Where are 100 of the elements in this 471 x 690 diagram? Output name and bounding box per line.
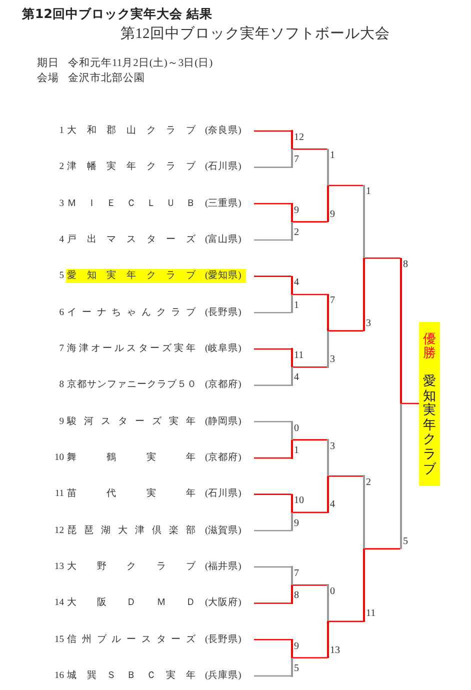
score-label: 5 bbox=[294, 662, 299, 675]
seed-number: 3 bbox=[59, 198, 64, 211]
bracket-line bbox=[254, 166, 292, 168]
team-name: 信州ブルースターズ bbox=[67, 633, 196, 647]
team-name: 戸出マスターズ bbox=[67, 233, 196, 247]
score-label: 9 bbox=[294, 204, 299, 217]
score-label: 5 bbox=[403, 536, 408, 548]
score-label: 10 bbox=[294, 495, 304, 508]
score-label: 4 bbox=[330, 499, 335, 512]
bracket-line bbox=[254, 675, 292, 677]
seed-number: 13 bbox=[54, 560, 64, 574]
bracket-line bbox=[292, 221, 328, 222]
team-name: 城巽ＳＢＣ実年 bbox=[67, 669, 196, 683]
prefecture-label: (富山県) bbox=[205, 233, 242, 247]
bracket-line bbox=[328, 330, 364, 332]
prefecture-label: (三重県) bbox=[205, 197, 242, 211]
score-label: 9 bbox=[294, 518, 299, 530]
score-label: 3 bbox=[330, 440, 335, 453]
date-text: 令和元年11月2日(土)～3日(日) bbox=[68, 57, 213, 70]
bracket-line bbox=[254, 348, 292, 350]
score-label: 2 bbox=[366, 477, 371, 490]
seed-number: 11 bbox=[54, 488, 64, 502]
team-name: 津幡実年クラブ bbox=[67, 160, 196, 174]
bracket-line bbox=[254, 276, 292, 277]
score-label: 3 bbox=[330, 354, 335, 366]
bracket-line bbox=[254, 384, 292, 386]
prefecture-label: (長野県) bbox=[205, 634, 242, 647]
seed-number: 4 bbox=[59, 234, 64, 247]
field-label: 会場 bbox=[37, 72, 59, 85]
score-label: 12 bbox=[294, 132, 304, 144]
bracket-line bbox=[292, 584, 328, 586]
bracket-line bbox=[292, 148, 328, 150]
seed-number: 10 bbox=[54, 452, 64, 465]
page-title: 第12回中ブロック実年大会 結果 bbox=[22, 6, 213, 21]
team-name: 駿河スターズ実年 bbox=[67, 415, 196, 429]
prefecture-label: (長野県) bbox=[205, 306, 242, 320]
seed-number: 1 bbox=[59, 125, 64, 138]
bracket-line bbox=[292, 657, 328, 658]
champion-box bbox=[419, 322, 440, 486]
score-label: 1 bbox=[294, 300, 299, 312]
score-label: 11 bbox=[294, 350, 304, 362]
bracket-line bbox=[328, 475, 364, 477]
seed-number: 12 bbox=[54, 524, 64, 538]
seed-number: 14 bbox=[54, 597, 64, 610]
team-name: 舞鶴実年 bbox=[67, 451, 196, 465]
team-name: 愛知実年クラブ bbox=[67, 269, 196, 284]
bracket-line bbox=[328, 184, 364, 186]
bracket-line bbox=[292, 366, 328, 368]
score-label: 11 bbox=[366, 608, 376, 620]
score-label: 4 bbox=[294, 277, 299, 290]
prefecture-label: (石川県) bbox=[205, 160, 242, 174]
bracket-line bbox=[254, 203, 292, 204]
seed-number: 2 bbox=[59, 161, 64, 174]
score-label: 9 bbox=[330, 208, 335, 221]
seed-number: 15 bbox=[54, 634, 64, 647]
subtitle: 第12回中ブロック実年ソフトボール大会 bbox=[120, 26, 390, 43]
seed-number: 8 bbox=[59, 379, 64, 392]
score-label: 3 bbox=[366, 318, 371, 330]
team-name: 苗代実年 bbox=[67, 487, 196, 502]
bracket-line bbox=[364, 258, 400, 259]
prefecture-label: (愛知県) bbox=[205, 269, 242, 284]
bracket-line bbox=[254, 530, 292, 532]
bracket-line bbox=[254, 494, 292, 495]
field-label: 期日 bbox=[37, 57, 59, 70]
score-label: 2 bbox=[294, 226, 299, 239]
prefecture-label: (静岡県) bbox=[205, 416, 242, 429]
bracket-line bbox=[254, 638, 292, 640]
score-label: 1 bbox=[330, 150, 335, 162]
seed-number: 5 bbox=[59, 270, 64, 284]
score-label: 8 bbox=[294, 590, 299, 602]
score-label: 8 bbox=[403, 259, 408, 272]
bracket-line bbox=[292, 294, 328, 296]
bracket-line bbox=[254, 239, 292, 241]
team-name: 大阪ＤＭＤ bbox=[67, 596, 196, 610]
score-label: 4 bbox=[294, 372, 299, 384]
prefecture-label: (京都府) bbox=[205, 378, 242, 392]
bracket-line bbox=[254, 457, 292, 459]
bracket-line bbox=[254, 130, 292, 132]
score-label: 7 bbox=[330, 295, 335, 308]
team-name: 海津オールスターズ実年 bbox=[67, 342, 196, 356]
score-label: 0 bbox=[294, 422, 299, 435]
prefecture-label: (大阪府) bbox=[205, 596, 242, 610]
champion-team-name: 愛知実年クラブ bbox=[423, 374, 436, 476]
bracket-line bbox=[254, 602, 292, 604]
score-label: 0 bbox=[330, 586, 335, 598]
bracket-line bbox=[254, 420, 292, 422]
seed-number: 16 bbox=[54, 670, 64, 683]
bracket-line bbox=[402, 402, 419, 404]
venue-text: 金沢市北部公園 bbox=[68, 72, 145, 85]
score-label: 1 bbox=[366, 186, 371, 198]
seed-number: 6 bbox=[59, 306, 64, 320]
team-name: 京都サンファニークラブ５０ bbox=[67, 378, 196, 392]
bracket-line bbox=[328, 620, 364, 622]
prefecture-label: (石川県) bbox=[205, 487, 242, 502]
team-name: イーナちゃんクラブ bbox=[67, 306, 196, 320]
prefecture-label: (福井県) bbox=[205, 560, 242, 574]
prefecture-label: (滋賀県) bbox=[205, 524, 242, 538]
team-name: 大和郡山クラブ bbox=[67, 124, 196, 138]
seed-number: 7 bbox=[59, 342, 64, 356]
team-name: 大野クラブ bbox=[67, 560, 196, 574]
